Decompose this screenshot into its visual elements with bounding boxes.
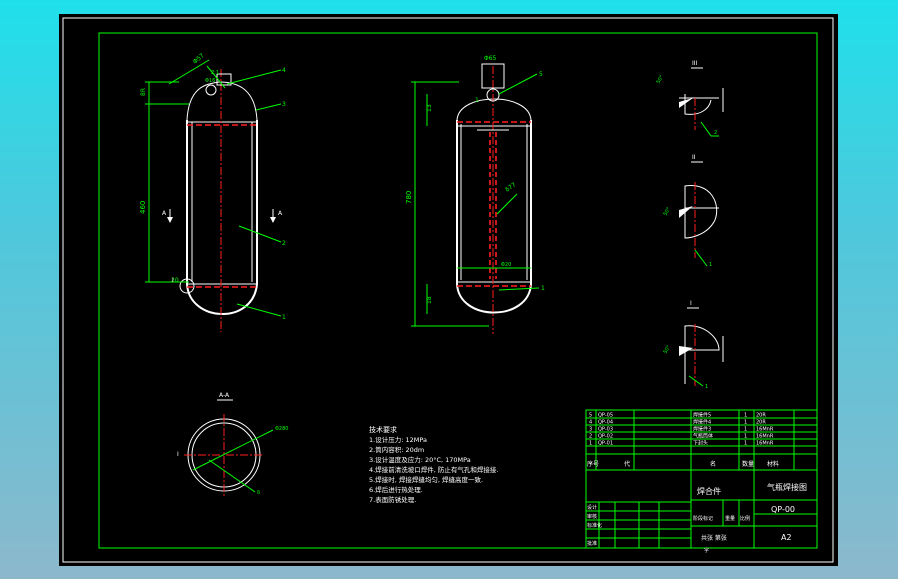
detail-iii-num: 2 <box>714 130 717 136</box>
dim-right-780: 780 <box>405 191 413 204</box>
bom-row-1-material: 16MnR <box>756 441 774 447</box>
bom-row-4-code: QP-04 <box>598 420 613 426</box>
title-row-review: 审核 <box>587 513 597 520</box>
note-7: 7.表面防锈处理. <box>369 495 416 504</box>
outer-sheet-border <box>62 17 834 563</box>
bom-row-3-qty: 1 <box>744 427 747 433</box>
dim-right-phi20: Φ20 <box>501 262 511 268</box>
inner-drawing-frame <box>98 32 818 549</box>
bom-row-5-code: QP-05 <box>598 413 613 419</box>
detail-i-angle: 50° <box>663 344 673 355</box>
title-assembly-name: 焊合件 <box>697 486 721 496</box>
title-block: 焊合件 气瓶焊接图 QP-00 A2 阶段标记 重量 比例 共张 第张 设计 审… <box>585 469 818 554</box>
dim-left-460: 460 <box>139 201 147 214</box>
bom-row-3-code: QP-03 <box>598 427 613 433</box>
balloon-1-left: 1 <box>282 314 286 321</box>
bom-row-2-material: 16MnR <box>756 434 774 440</box>
title-row-design: 设计 <box>587 504 597 511</box>
detail-ii-label: II <box>692 154 696 161</box>
bom-header-material: 材料 <box>767 460 779 468</box>
dim-left-8r: 8R <box>140 88 147 96</box>
bom-row-3-no: 3 <box>589 427 592 433</box>
bom-row-3-name: 焊接件3 <box>693 426 711 433</box>
balloon-5-right: 5 <box>539 71 543 78</box>
detail-ii-view: II 50° 1 <box>663 154 719 268</box>
note-1: 1.设计压力: 12MPa <box>369 435 427 444</box>
detail-i-marker-left: I <box>172 277 174 284</box>
bom-row-2-name: 气瓶筒体 <box>693 433 713 440</box>
detail-ii-angle: 50° <box>663 206 673 217</box>
detail-iii-view: III 50° 2 <box>656 60 724 137</box>
bom-header-code: 代 <box>624 460 630 468</box>
title-company-mark: 字 <box>704 547 709 554</box>
detail-i-num: 1 <box>705 384 708 390</box>
right-vessel-view: Φ65 1 13 780 δ77 Φ20 18 5 1 <box>405 55 545 334</box>
dim-aa-detail-mark: Ⅰ <box>177 451 179 458</box>
balloon-3-left: 3 <box>282 101 286 108</box>
bom-row-4-material: 20R <box>756 420 766 426</box>
note-4: 4.焊接前清洗坡口焊件, 防止有气孔和焊接接. <box>369 465 498 474</box>
dim-left-ratio: 2:1 <box>211 70 219 76</box>
bom-row-4-no: 4 <box>589 420 592 426</box>
detail-i-label: I <box>690 300 692 307</box>
bom-row-1-qty: 1 <box>744 441 747 447</box>
title-stage-label: 阶段标记 <box>693 515 713 522</box>
cad-viewport[interactable]: A A Φ57 8R 2:1 Φ16 460 20 4 3 2 1 I <box>59 14 838 566</box>
bom-row-2-qty: 1 <box>744 434 747 440</box>
note-6: 6.焊后进行热处理. <box>369 485 423 494</box>
bom-row-4-qty: 1 <box>744 420 747 426</box>
detail-ii-num: 1 <box>709 262 712 268</box>
section-arrow-right-label: A <box>278 210 283 217</box>
section-aa-label: A-A <box>219 392 230 399</box>
bom-row-5-no: 5 <box>589 413 592 419</box>
notes-title: 技术要求 <box>369 425 397 434</box>
bom-header-name: 名 <box>710 460 716 468</box>
bom-row-1-name: 下封头 <box>693 440 708 447</box>
drawing-canvas[interactable]: A A Φ57 8R 2:1 Φ16 460 20 4 3 2 1 I <box>59 14 838 566</box>
dim-right-18: 18 <box>426 296 433 304</box>
balloon-4-left: 4 <box>282 67 286 74</box>
title-drawing-no: QP-00 <box>771 505 795 514</box>
detail-iii-angle: 50° <box>656 74 666 85</box>
title-row-standard: 标准化 <box>587 522 602 529</box>
dim-right-1: 1 <box>475 97 479 104</box>
dim-aa-delta: δ <box>257 490 260 496</box>
bom-row-5-qty: 1 <box>744 413 747 419</box>
dim-aa-phi280: Φ280 <box>275 426 288 432</box>
bom-row-5-material: 20R <box>756 413 766 419</box>
bom-row-3-material: 16MnR <box>756 427 774 433</box>
bom-row-5-name: 焊接件5 <box>693 412 711 419</box>
bom-row-1-code: QP-01 <box>598 441 613 447</box>
bom-header-no: 序号 <box>587 460 599 468</box>
title-drawing-name: 气瓶焊接图 <box>767 482 807 492</box>
note-2: 2.筒内容积: 20dm <box>369 445 424 454</box>
bom-row-4-name: 焊接件4 <box>693 419 711 426</box>
title-row-approve: 批准 <box>587 540 597 547</box>
detail-iii-label: III <box>692 60 698 67</box>
balloon-2-left: 2 <box>282 240 286 247</box>
section-aa-view: A-A Φ280 Ⅰ δ <box>177 392 288 496</box>
dim-right-phi65: Φ65 <box>484 55 497 62</box>
bom-row-1-no: 1 <box>589 441 592 447</box>
bom-row-2-no: 2 <box>589 434 592 440</box>
note-3: 3.设计温度及应力: 20°C, 170MPa <box>369 455 471 464</box>
technical-notes: 技术要求 1.设计压力: 12MPa 2.筒内容积: 20dm 3.设计温度及应… <box>369 425 498 504</box>
balloon-1-right: 1 <box>541 285 545 292</box>
bom-table: 5 QP-05 焊接件5 1 20R 4 QP-04 焊接件4 1 20R 3 … <box>585 409 818 471</box>
dim-left-20: 20 <box>171 277 179 284</box>
bom-header-qty: 数量 <box>742 460 754 468</box>
detail-i-view: I 50° 1 <box>663 300 724 390</box>
title-sheet-size: A2 <box>781 533 792 542</box>
left-vessel-view: A A Φ57 8R 2:1 Φ16 460 20 4 3 2 1 I <box>139 52 286 332</box>
note-5: 5.焊接时, 焊接焊缝均匀, 焊缝高度一致. <box>369 475 483 484</box>
bom-row-2-code: QP-02 <box>598 434 613 440</box>
dim-right-13: 13 <box>426 104 433 112</box>
dim-right-delta77: δ77 <box>504 181 517 193</box>
dim-left-phi16: Φ16 <box>205 78 215 84</box>
title-scale-label: 比例 <box>740 515 750 522</box>
section-arrow-left-label: A <box>162 210 167 217</box>
title-weight-label: 重量 <box>725 515 735 522</box>
title-sheet-label: 共张 第张 <box>701 534 727 542</box>
